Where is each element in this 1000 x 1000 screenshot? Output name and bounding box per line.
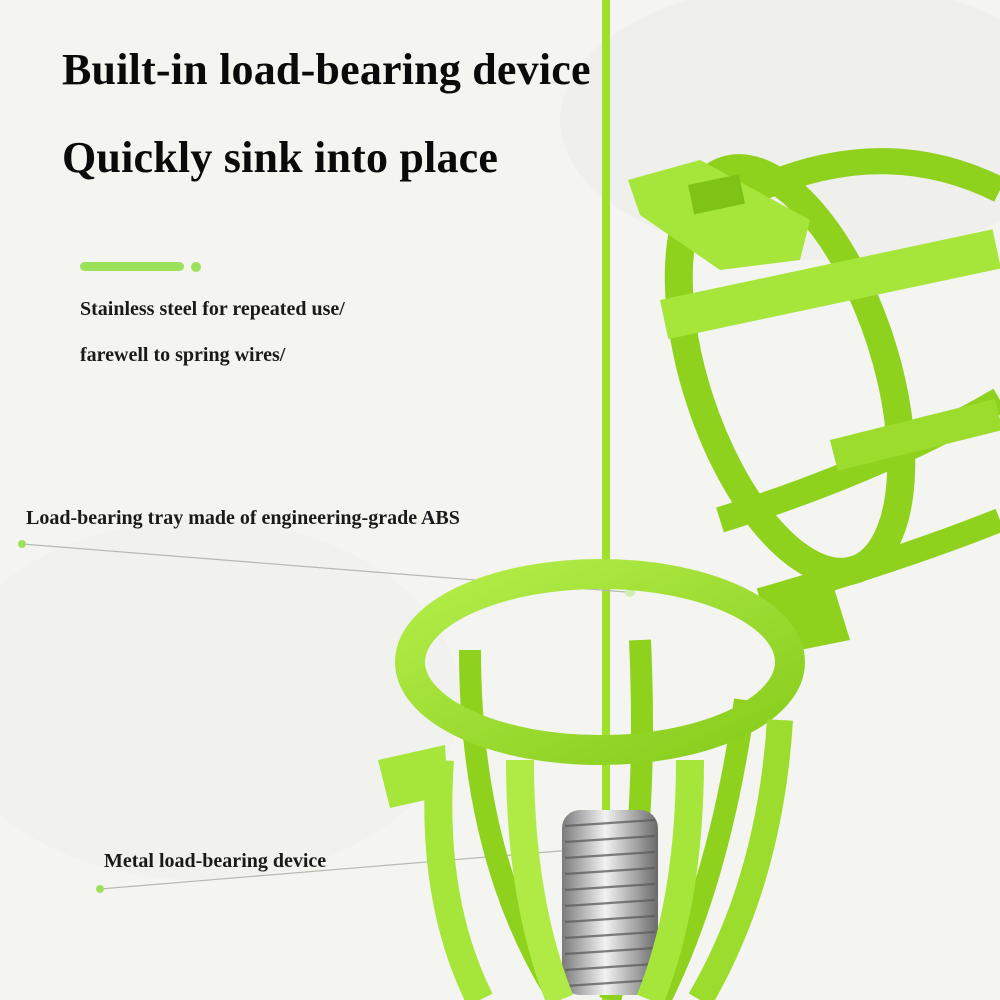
metal-spring-weight: [562, 810, 658, 995]
feature-text-2: farewell to spring wires/: [80, 344, 286, 366]
main-float-cage: [378, 559, 805, 1000]
headline-line-2: Quickly sink into place: [62, 133, 499, 182]
clip-connector: [628, 160, 810, 270]
tray-callout-label: Load-bearing tray made of engineering-gr…: [26, 507, 460, 529]
metal-callout-dot: [96, 885, 104, 893]
accent-dot: [191, 262, 201, 272]
feature-text-1: Stainless steel for repeated use/: [80, 298, 345, 320]
headline-line-1: Built-in load-bearing device: [62, 45, 591, 94]
accent-bar: [80, 262, 184, 271]
tray-callout-dot: [18, 540, 26, 548]
hinge: [760, 575, 850, 650]
metal-callout-label: Metal load-bearing device: [104, 850, 327, 872]
